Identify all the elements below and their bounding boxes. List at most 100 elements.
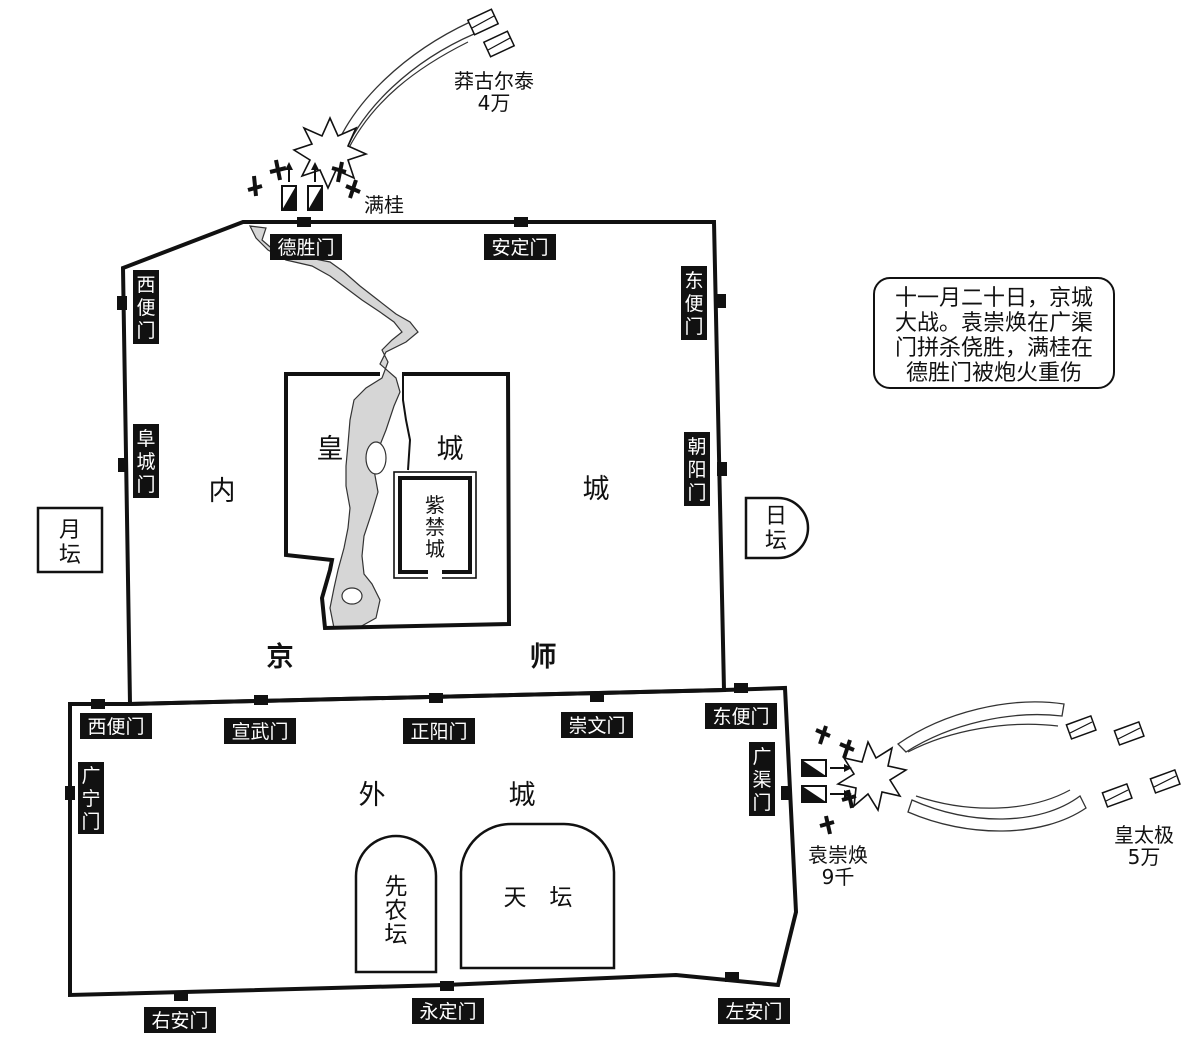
- gate-label-youan: [144, 1007, 216, 1033]
- gate-label-guangqu: [749, 742, 775, 816]
- gate-dongbian-s: 东便门: [712, 706, 769, 728]
- gate-fucheng-1: 阜: [136, 428, 155, 450]
- moon-altar: [36, 506, 104, 574]
- gate-label-chongwen: [561, 712, 633, 738]
- forbidden-city-gate: [428, 570, 442, 580]
- gate-guangqu-2: 渠: [752, 769, 771, 791]
- gate-chongwen: 崇文门: [568, 715, 625, 737]
- gate-desheng: 德胜门: [277, 237, 334, 259]
- inner-city-wall: [120, 220, 727, 707]
- army-manggultai-name: 莽古尔泰: [454, 69, 534, 93]
- manchu-unit-icon: [466, 8, 516, 58]
- label-ri-tan: 坛: [765, 529, 787, 554]
- explosion-icon-east: [835, 739, 909, 813]
- gate-label-yongding: [412, 998, 484, 1024]
- note-line-3: 门拼杀侥胜，满桂在: [895, 336, 1093, 361]
- ming-unit-icon: [281, 162, 323, 211]
- label-jing: 京: [267, 641, 294, 673]
- gate-label-desheng: [270, 234, 342, 260]
- label-xiannong-3: 坛: [385, 922, 408, 948]
- outer-city-wall: [68, 685, 799, 998]
- gate-label-xibian-s: [80, 713, 152, 739]
- army-hongtaiji-size: 5万: [1128, 845, 1161, 869]
- manchu-unit-icon-east: [1065, 715, 1181, 808]
- sun-altar: [744, 496, 810, 560]
- xiannong-altar: [354, 834, 438, 974]
- label-nei: 内: [209, 476, 236, 507]
- label-tian-tan: 天 坛: [504, 885, 573, 911]
- gate-fucheng-3: 门: [136, 474, 155, 496]
- label-yue: 月: [59, 518, 81, 543]
- attack-arrow-hongtaiji-upper: [896, 701, 1065, 753]
- gate-xuanwu: 宣武门: [231, 721, 288, 743]
- gate-xibian-n-2: 便: [136, 297, 155, 319]
- gate-zhengyang: 正阳门: [410, 721, 467, 743]
- label-ri: 日: [765, 504, 787, 529]
- forbidden-city: [398, 476, 472, 574]
- gate-guangning-1: 广: [81, 765, 100, 787]
- gate-label-chaoyang: [684, 432, 710, 506]
- gate-label-anding: [484, 234, 556, 260]
- gate-xibian-n-1: 西: [136, 274, 155, 296]
- gate-label-xuanwu: [224, 718, 296, 744]
- label-inner-cheng: 城: [583, 474, 610, 505]
- gate-chaoyang-3: 门: [687, 482, 706, 504]
- explosion-icon: [292, 116, 369, 190]
- label-wai: 外: [359, 780, 386, 811]
- gate-anding: 安定门: [491, 237, 548, 259]
- gate-label-zuoan: [718, 998, 790, 1024]
- gate-youan: 右安门: [151, 1010, 208, 1032]
- river: [248, 225, 419, 629]
- ming-defense-marks-east: [815, 725, 857, 835]
- label-yue-tan: 坛: [59, 543, 81, 568]
- label-xiannong-1: 先: [385, 874, 408, 900]
- army-hongtaiji-name: 皇太极: [1114, 823, 1174, 847]
- gate-dongbian-n-2: 便: [684, 293, 703, 315]
- label-xiannong-2: 农: [385, 898, 408, 924]
- army-mangui-name: 满桂: [364, 193, 404, 217]
- gate-guangning-2: 宁: [81, 788, 100, 810]
- lake: [365, 441, 387, 475]
- attack-arrow-manggultai: [329, 21, 475, 163]
- gate-chaoyang-1: 朝: [687, 436, 706, 458]
- attack-arrow-hongtaiji-lower: [907, 789, 1087, 832]
- gate-xibian-s: 西便门: [87, 716, 144, 738]
- note-line-4: 德胜门被炮火重伤: [906, 361, 1082, 386]
- label-zijin-2: 禁: [425, 515, 445, 539]
- army-yuan-name: 袁崇焕: [808, 843, 868, 867]
- ming-unit-icon-east: [801, 759, 852, 803]
- gate-label-guangning: [78, 762, 104, 834]
- gate-chaoyang-2: 阳: [687, 459, 706, 481]
- note-line-2: 大战。袁崇焕在广渠: [895, 311, 1093, 336]
- gate-guangqu-3: 门: [752, 792, 771, 814]
- label-outer-cheng: 城: [509, 780, 536, 811]
- gate-guangqu-1: 广: [752, 746, 771, 768]
- lake: [341, 587, 363, 605]
- note-box: [873, 277, 1115, 389]
- army-yuan-size: 9千: [822, 865, 855, 889]
- temple-of-heaven: [459, 822, 616, 970]
- imperial-city-wall: [284, 372, 512, 631]
- gate-label-fucheng: [133, 424, 159, 498]
- gate-label-xibian-n: [133, 270, 159, 344]
- gate-label-dongbian-n: [681, 266, 707, 340]
- label-huang-cheng: 城: [437, 434, 464, 465]
- gate-dongbian-n-1: 东: [684, 270, 703, 292]
- gate-ticks: [65, 217, 791, 1001]
- gate-yongding: 永定门: [419, 1001, 476, 1023]
- label-shi: 师: [530, 642, 557, 673]
- gate-xibian-n-3: 门: [136, 320, 155, 342]
- gate-dongbian-n-3: 门: [684, 316, 703, 338]
- gate-fucheng-2: 城: [136, 451, 155, 473]
- gate-label-dongbian-s: [705, 703, 777, 729]
- army-manggultai-size: 4万: [478, 91, 511, 115]
- label-huang: 皇: [317, 434, 344, 465]
- gate-label-zhengyang: [403, 718, 475, 744]
- imperial-inner-wall: [402, 376, 412, 471]
- gate-zuoan: 左安门: [725, 1001, 782, 1023]
- label-zijin-3: 城: [425, 537, 445, 561]
- ming-defense-marks: [247, 159, 361, 199]
- label-zijin-1: 紫: [425, 493, 445, 517]
- gate-guangning-3: 门: [81, 811, 100, 833]
